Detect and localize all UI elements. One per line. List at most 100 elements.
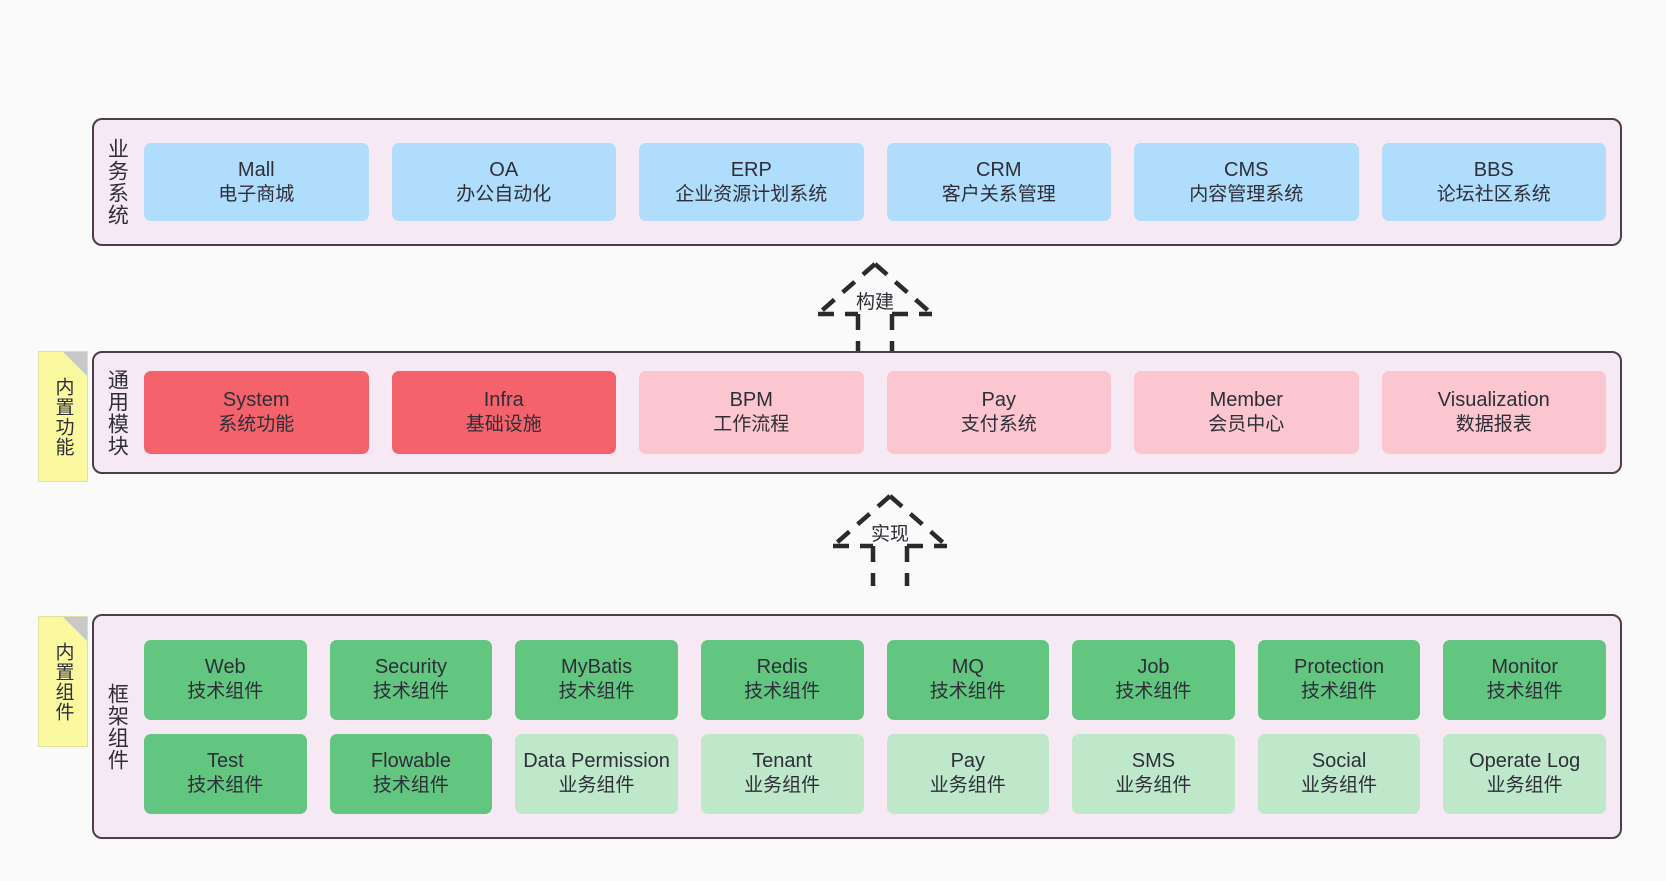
card-member[interactable]: Member 会员中心 (1134, 371, 1359, 454)
card-title: MyBatis (561, 656, 633, 679)
card-title: Security (374, 656, 448, 679)
connector-build-label: 构建 (855, 292, 895, 313)
card-subtitle: 技术组件 (558, 681, 635, 703)
card-subtitle: 技术组件 (744, 681, 821, 703)
card-system[interactable]: System 系统功能 (144, 371, 369, 454)
card-subtitle: 办公自动化 (456, 183, 552, 205)
card-oa[interactable]: OA 办公自动化 (391, 143, 616, 221)
card-subtitle: 技术组件 (929, 681, 1006, 703)
card-subtitle: 企业资源计划系统 (675, 183, 828, 205)
card-title: Mall (237, 158, 275, 181)
card-subtitle: 数据报表 (1455, 414, 1532, 436)
card-subtitle: 业务组件 (1486, 775, 1563, 797)
card-title: Member (1209, 389, 1283, 412)
card-title: Flowable (370, 750, 451, 773)
card-visualization[interactable]: Visualization 数据报表 (1381, 371, 1606, 454)
card-row: Mall 电子商城 OA 办公自动化 ERP 企业资源计划系统 CRM 客户关系… (144, 143, 1606, 221)
card-subtitle: 业务组件 (1115, 775, 1192, 797)
card-redis[interactable]: Redis 技术组件 (700, 639, 864, 720)
card-tenant[interactable]: Tenant 业务组件 (700, 733, 864, 814)
note-fold-corner-icon (63, 352, 87, 376)
card-subtitle: 电子商城 (218, 183, 295, 205)
card-sms[interactable]: SMS 业务组件 (1072, 733, 1235, 814)
card-subtitle: 技术组件 (1115, 681, 1192, 703)
card-data-permission[interactable]: Data Permission 业务组件 (515, 733, 678, 814)
card-bbs[interactable]: BBS 论坛社区系统 (1381, 143, 1606, 221)
card-title: Test (206, 750, 244, 773)
card-title: BBS (1473, 158, 1514, 181)
card-flowable[interactable]: Flowable 技术组件 (329, 733, 493, 814)
card-subtitle: 基础设施 (465, 414, 542, 436)
card-protection[interactable]: Protection 技术组件 (1257, 639, 1421, 720)
implement-arrow-icon (831, 494, 949, 586)
card-title: SMS (1131, 750, 1176, 773)
layer-body-common-module: System 系统功能 Infra 基础设施 BPM 工作流程 Pay 支付系统… (138, 353, 1620, 472)
card-subtitle: 技术组件 (372, 775, 449, 797)
card-subtitle: 系统功能 (218, 414, 295, 436)
card-social[interactable]: Social 业务组件 (1257, 733, 1421, 814)
note-label: 内置功能 (52, 376, 74, 457)
layer-framework-component[interactable]: 框架组件 Web 技术组件 Security 技术组件 MyBatis 技术组件… (92, 614, 1622, 839)
note-label: 内置组件 (52, 641, 74, 722)
card-mq[interactable]: MQ 技术组件 (886, 639, 1050, 720)
card-mybatis[interactable]: MyBatis 技术组件 (515, 639, 678, 720)
card-subtitle: 技术组件 (187, 775, 264, 797)
card-monitor[interactable]: Monitor 技术组件 (1443, 639, 1606, 720)
note-builtin-component[interactable]: 内置组件 (38, 616, 88, 747)
card-title: Tenant (752, 750, 813, 773)
card-title: Operate Log (1469, 750, 1581, 773)
layer-title-common-module: 通用模块 (105, 368, 129, 457)
card-row-tech: Web 技术组件 Security 技术组件 MyBatis 技术组件 Redi… (144, 639, 1606, 720)
card-cms[interactable]: CMS 内容管理系统 (1134, 143, 1359, 221)
card-pay-module[interactable]: Pay 支付系统 (886, 371, 1111, 454)
card-bpm[interactable]: BPM 工作流程 (639, 371, 864, 454)
card-security[interactable]: Security 技术组件 (329, 639, 493, 720)
card-title: Pay (981, 389, 1016, 412)
card-subtitle: 技术组件 (187, 681, 264, 703)
card-title: Pay (950, 750, 986, 773)
card-mall[interactable]: Mall 电子商城 (144, 143, 369, 221)
card-title: Job (1137, 656, 1170, 679)
card-title: BPM (729, 389, 773, 412)
card-row: System 系统功能 Infra 基础设施 BPM 工作流程 Pay 支付系统… (144, 371, 1606, 454)
card-subtitle: 论坛社区系统 (1436, 183, 1551, 205)
card-subtitle: 工作流程 (713, 414, 790, 436)
note-builtin-function[interactable]: 内置功能 (38, 351, 88, 482)
card-crm[interactable]: CRM 客户关系管理 (886, 143, 1111, 221)
card-title: Visualization (1437, 389, 1550, 412)
card-title: Protection (1294, 656, 1385, 679)
card-subtitle: 技术组件 (1301, 681, 1378, 703)
connector-implement-label: 实现 (870, 524, 910, 545)
card-title: ERP (730, 158, 772, 181)
card-erp[interactable]: ERP 企业资源计划系统 (639, 143, 864, 221)
card-title: CMS (1224, 158, 1269, 181)
card-title: Infra (483, 389, 524, 412)
layer-title-framework-component: 框架组件 (105, 682, 129, 771)
card-title: Redis (756, 656, 808, 679)
layer-body-framework-component: Web 技术组件 Security 技术组件 MyBatis 技术组件 Redi… (138, 616, 1620, 837)
card-test[interactable]: Test 技术组件 (144, 733, 307, 814)
card-title: OA (489, 158, 519, 181)
card-job[interactable]: Job 技术组件 (1072, 639, 1235, 720)
card-title: Social (1311, 750, 1367, 773)
card-title: Monitor (1491, 656, 1559, 679)
card-infra[interactable]: Infra 基础设施 (391, 371, 616, 454)
card-subtitle: 客户关系管理 (941, 183, 1056, 205)
card-title: CRM (975, 158, 1022, 181)
card-title: System (222, 389, 290, 412)
layer-title-business-system: 业务系统 (105, 138, 129, 226)
card-pay-component[interactable]: Pay 业务组件 (886, 733, 1050, 814)
card-subtitle: 业务组件 (929, 775, 1006, 797)
card-subtitle: 业务组件 (1301, 775, 1378, 797)
card-title: Data Permission (523, 750, 670, 773)
note-fold-corner-icon (63, 617, 87, 641)
card-title: Web (204, 656, 246, 679)
card-operate-log[interactable]: Operate Log 业务组件 (1443, 733, 1606, 814)
card-web[interactable]: Web 技术组件 (144, 639, 307, 720)
connector-implement: 实现 (805, 490, 975, 590)
build-arrow-icon (816, 262, 934, 354)
layer-common-module[interactable]: 通用模块 System 系统功能 Infra 基础设施 BPM 工作流程 Pay… (92, 351, 1622, 474)
layer-business-system[interactable]: 业务系统 Mall 电子商城 OA 办公自动化 ERP 企业资源计划系统 CRM… (92, 118, 1622, 246)
layer-body-business-system: Mall 电子商城 OA 办公自动化 ERP 企业资源计划系统 CRM 客户关系… (138, 120, 1620, 244)
